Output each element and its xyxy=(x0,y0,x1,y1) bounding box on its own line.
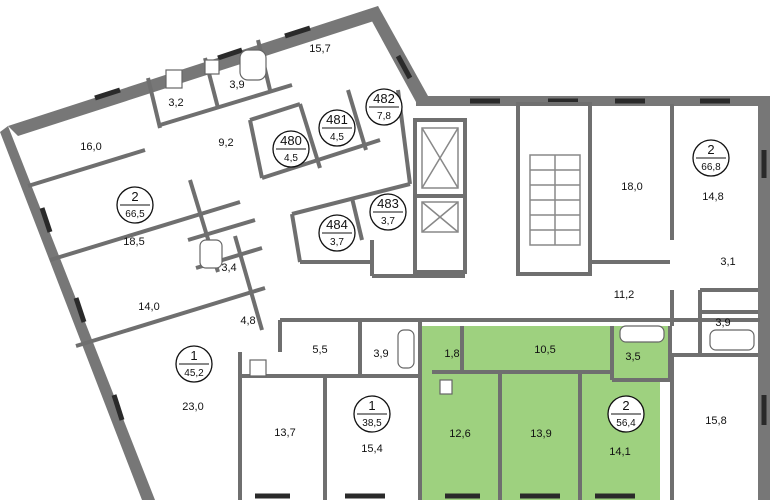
svg-text:3,7: 3,7 xyxy=(330,237,344,248)
room-area: 15,7 xyxy=(309,43,330,55)
apartment-badge: 1 38,5 xyxy=(353,395,391,433)
highlighted-apartment-fill xyxy=(420,326,670,500)
apartment-badge: 2 66,8 xyxy=(692,139,730,177)
room-area: 13,9 xyxy=(530,428,551,440)
svg-text:2: 2 xyxy=(131,189,138,204)
apartment-badge: 2 66,5 xyxy=(116,186,154,224)
room-area: 14,8 xyxy=(702,191,723,203)
room-area: 15,8 xyxy=(705,415,726,427)
room-area: 3,9 xyxy=(373,348,388,360)
room-area: 18,0 xyxy=(621,181,642,193)
room-area: 23,0 xyxy=(182,401,203,413)
room-area: 4,8 xyxy=(240,315,255,327)
room-area: 11,2 xyxy=(614,289,635,301)
svg-text:38,5: 38,5 xyxy=(362,418,382,429)
room-labels: 15,7 3,2 3,9 16,0 9,2 18,5 3,4 14,0 4,8 … xyxy=(80,43,735,458)
svg-text:45,2: 45,2 xyxy=(184,368,204,379)
room-area: 18,5 xyxy=(123,236,144,248)
storage-badge: 484 3,7 xyxy=(318,214,356,252)
storage-badge: 483 3,7 xyxy=(369,193,407,231)
room-area: 16,0 xyxy=(80,141,101,153)
svg-text:2: 2 xyxy=(622,398,629,413)
sanitary-fixtures xyxy=(165,49,755,395)
svg-text:4,5: 4,5 xyxy=(330,132,344,143)
room-area: 1,8 xyxy=(444,348,459,360)
svg-text:481: 481 xyxy=(326,112,348,127)
svg-text:483: 483 xyxy=(377,196,399,211)
room-area: 14,0 xyxy=(138,301,159,313)
storage-badge: 482 7,8 xyxy=(365,88,403,126)
elevator-shafts xyxy=(421,127,459,233)
svg-text:66,5: 66,5 xyxy=(125,209,145,220)
windows xyxy=(39,25,767,499)
staircase xyxy=(529,154,581,246)
svg-text:484: 484 xyxy=(326,217,348,232)
interior-walls xyxy=(27,39,760,500)
svg-text:480: 480 xyxy=(280,133,302,148)
apartment-badges: 2 66,5 1 45,2 1 38,5 2 66,8 2 56,4 xyxy=(116,139,730,433)
svg-text:2: 2 xyxy=(707,142,714,157)
room-area: 3,9 xyxy=(715,317,730,329)
room-area: 3,2 xyxy=(168,97,183,109)
room-area: 3,1 xyxy=(720,256,735,268)
storage-badges: 480 4,5 481 4,5 482 7,8 483 3,7 484 3,7 xyxy=(272,88,407,252)
svg-text:1: 1 xyxy=(368,398,375,413)
svg-text:66,8: 66,8 xyxy=(701,162,721,173)
room-area: 3,4 xyxy=(221,262,236,274)
storage-badge: 481 4,5 xyxy=(318,109,356,147)
room-area: 14,1 xyxy=(609,446,630,458)
svg-text:56,4: 56,4 xyxy=(616,418,636,429)
svg-text:4,5: 4,5 xyxy=(284,153,298,164)
apartment-badge: 1 45,2 xyxy=(175,345,213,383)
room-area: 3,5 xyxy=(625,351,640,363)
room-area: 3,9 xyxy=(229,79,244,91)
room-area: 10,5 xyxy=(534,344,555,356)
room-area: 13,7 xyxy=(274,427,295,439)
svg-text:3,7: 3,7 xyxy=(381,216,395,227)
apartment-badge-highlighted: 2 56,4 xyxy=(607,395,645,433)
storage-badge: 480 4,5 xyxy=(272,130,310,168)
room-area: 5,5 xyxy=(312,344,327,356)
right-block-outer-walls xyxy=(416,96,770,500)
svg-text:482: 482 xyxy=(373,91,395,106)
svg-text:1: 1 xyxy=(190,348,197,363)
svg-text:7,8: 7,8 xyxy=(377,111,391,122)
room-area: 9,2 xyxy=(218,137,233,149)
room-area: 15,4 xyxy=(361,443,382,455)
room-area: 12,6 xyxy=(449,428,470,440)
